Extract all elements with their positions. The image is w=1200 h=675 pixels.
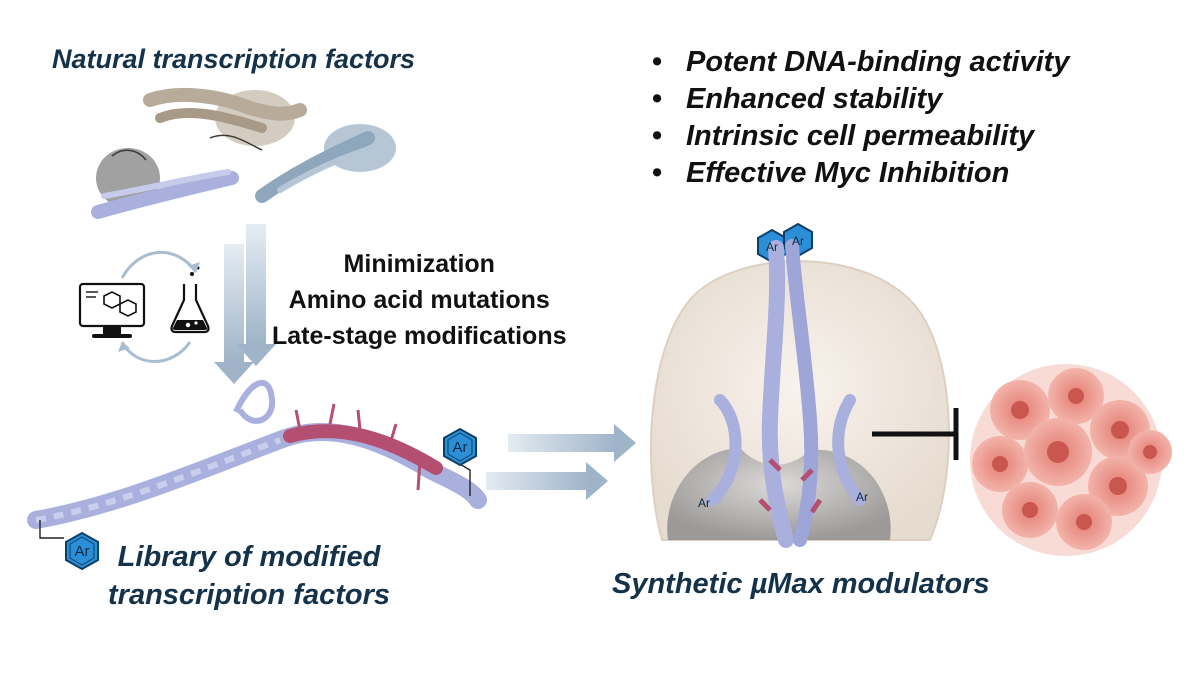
flask-icon — [170, 266, 210, 334]
bullet-icon: • — [652, 157, 663, 189]
feature-text: Enhanced stability — [686, 83, 943, 115]
right-arrows — [486, 424, 636, 500]
bullet-icon: • — [652, 46, 663, 78]
tf-structure-blue — [255, 124, 396, 203]
library-title-line1: Library of modified — [117, 541, 381, 573]
step-amino-acid-mutations: Amino acid mutations — [288, 286, 550, 314]
bullet-icon: • — [652, 120, 663, 152]
inhibition-t-bar-icon — [872, 408, 959, 460]
tumor-cell-cluster — [970, 364, 1172, 556]
modified-helix-structure — [27, 379, 487, 539]
badge-text: Ar — [453, 439, 468, 456]
down-arrow-left — [214, 244, 254, 384]
bullet-icon: • — [652, 83, 663, 115]
design-steps: Minimization Amino acid mutations Late-s… — [272, 246, 567, 354]
feature-text: Effective Myc Inhibition — [686, 157, 1010, 189]
natural-tf-structures — [91, 87, 396, 219]
aromatic-ring-badge-icon — [443, 427, 477, 467]
right-arrow-upper — [508, 424, 636, 462]
feature-text: Intrinsic cell permeability — [686, 120, 1035, 152]
feature-item: • Intrinsic cell permeability — [650, 118, 1069, 155]
down-arrows — [214, 224, 276, 384]
badge-text: Ar — [792, 234, 804, 248]
feature-item: • Potent DNA-binding activity — [650, 44, 1069, 81]
feature-list: • Potent DNA-binding activity • Enhanced s… — [650, 44, 1069, 192]
feature-item: • Effective Myc Inhibition — [650, 155, 1069, 192]
tf-structure-tan — [143, 87, 307, 151]
cycle-arrows-icon — [118, 250, 200, 363]
synthetic-modulator-complex — [650, 239, 950, 548]
badge-text: Ar — [75, 543, 90, 560]
library-title-line2: transcription factors — [108, 579, 390, 611]
synthetic-modulators-title: Synthetic µMax modulators — [612, 568, 990, 600]
feature-text: Potent DNA-binding activity — [686, 46, 1070, 78]
computer-monitor-icon — [78, 282, 146, 338]
down-arrow-right — [236, 224, 276, 366]
right-arrow-lower — [486, 462, 608, 500]
natural-tf-title: Natural transcription factors — [52, 44, 416, 74]
tf-structure-lavender — [91, 148, 239, 219]
aromatic-ring-badge-icon — [65, 531, 99, 571]
design-cycle — [78, 250, 210, 363]
badge-text: Ar — [698, 496, 710, 510]
step-minimization: Minimization — [343, 250, 495, 278]
badge-text: Ar — [856, 490, 868, 504]
feature-item: • Enhanced stability — [650, 81, 1069, 118]
step-late-stage-modifications: Late-stage modifications — [272, 322, 567, 350]
badge-text: Ar — [766, 240, 778, 254]
library-title: Library of modified transcription factor… — [108, 538, 390, 614]
